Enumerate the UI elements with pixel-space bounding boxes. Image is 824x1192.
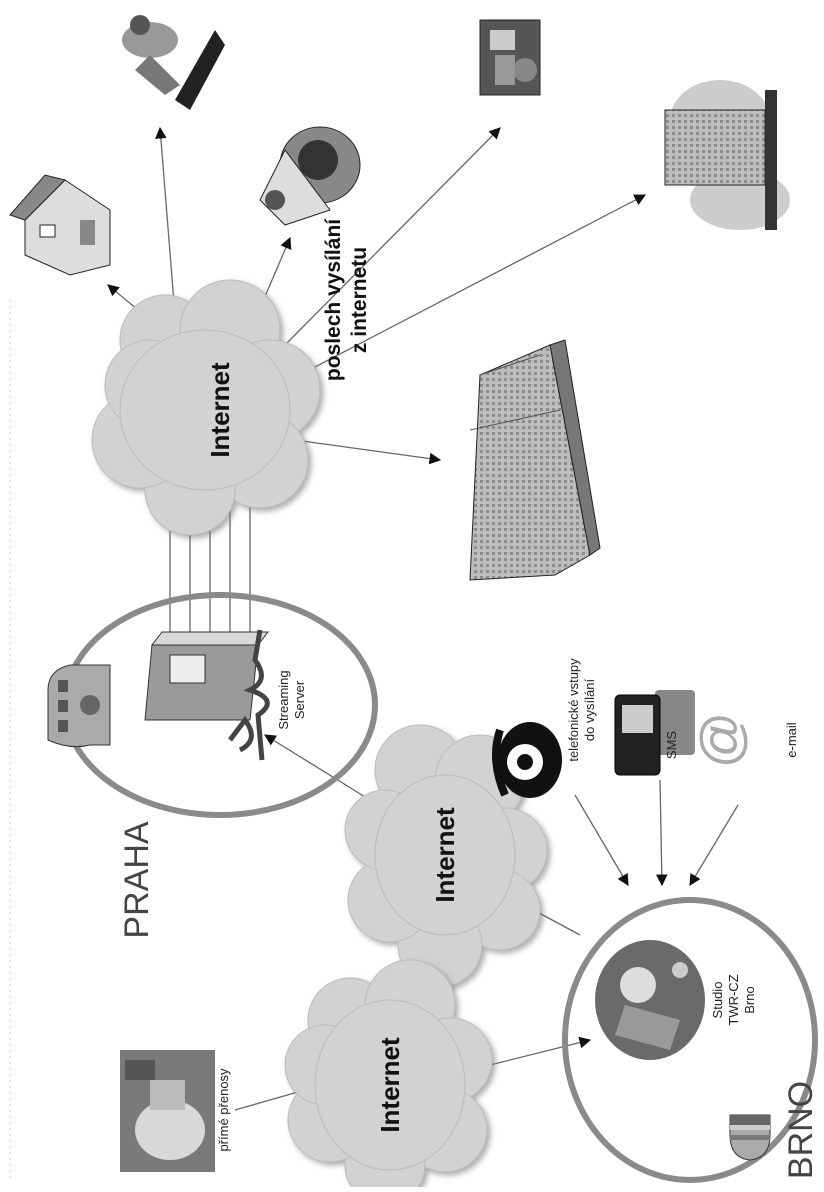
brno-coat-of-arms-icon [729, 1114, 771, 1161]
cloud-to-server-arrow [264, 734, 371, 801]
listening-label-line1: poslech vysílání [322, 218, 345, 381]
laptop-user-icon [122, 15, 225, 110]
studio-label-line3: Brno [742, 986, 757, 1013]
office-workers-icon [479, 19, 541, 96]
email-arrow [689, 804, 739, 887]
cloud-bottom [284, 959, 493, 1192]
connections [107, 126, 739, 1111]
live-label: přímé přenosy [216, 1068, 231, 1152]
mobile-phone-icon [614, 690, 695, 776]
server-label-line2: Server [292, 680, 307, 719]
streaming-server-icon [144, 629, 270, 761]
studio-label-line2: TWR-CZ [726, 974, 741, 1025]
phone-label-line1: telefonické vstupy [566, 658, 581, 762]
cloud-top [91, 279, 321, 536]
listener-arrow-office [284, 127, 501, 346]
listener-arrow-laptop [155, 126, 176, 316]
live-broadcast-photo-icon [120, 1050, 215, 1172]
sms-label: SMS [664, 731, 679, 760]
house-icon [9, 174, 111, 276]
cloud-bottom-label: Internet [375, 1037, 405, 1133]
praha-label: PRAHA [118, 821, 156, 938]
cloud-middle-label: Internet [430, 807, 460, 903]
email-label: e-mail [784, 722, 799, 758]
phone-arrow [574, 794, 629, 887]
listener-arrow-tower [289, 194, 647, 381]
cloud-middle [344, 724, 548, 988]
cloud-top-label: Internet [205, 362, 235, 458]
studio-label-line1: Studio [710, 982, 725, 1019]
studio-icon [595, 940, 705, 1060]
phone-label-line2: do vysílání [582, 679, 597, 742]
car-icon [259, 126, 361, 226]
server-label-line1: Streaming [276, 670, 291, 729]
large-building-icon [469, 339, 601, 581]
brno-label: BRNO [782, 1081, 820, 1179]
listener-arrow-building [294, 439, 442, 465]
tower-block-icon [664, 80, 790, 230]
live-to-cloud-line [234, 1089, 306, 1111]
praha-coat-of-arms-icon [47, 664, 111, 748]
sms-arrow [655, 779, 668, 887]
telephone-icon [492, 722, 562, 798]
email-at-icon: @ [689, 712, 752, 769]
listening-label-line2: z internetu [348, 247, 371, 353]
brno-studio-ring [562, 897, 818, 1183]
